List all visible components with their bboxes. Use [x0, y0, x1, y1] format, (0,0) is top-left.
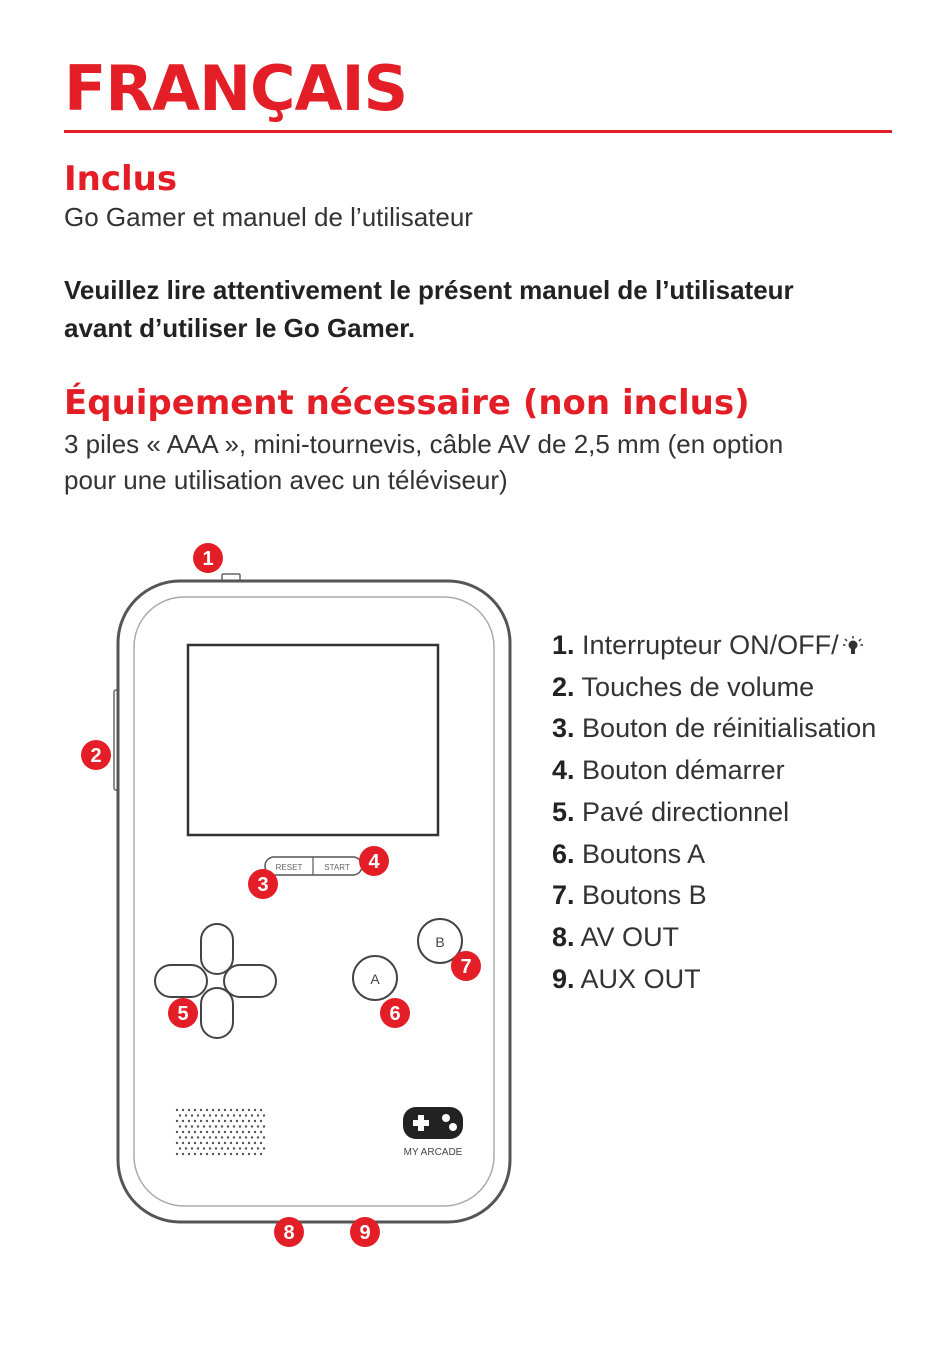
svg-text:5: 5	[177, 1003, 188, 1025]
legend-item: 5. Pavé directionnel	[552, 796, 790, 827]
included-heading: Inclus	[64, 159, 178, 199]
brand-logo: MY ARCADE	[403, 1107, 463, 1158]
title-divider	[64, 130, 892, 133]
svg-text:3: 3	[257, 874, 268, 896]
equipment-heading: Équipement nécessaire (non inclus)	[64, 383, 750, 423]
notice-line-2: avant d’utiliser le Go Gamer.	[64, 313, 416, 343]
legend-item: 6. Boutons A	[552, 838, 706, 869]
notice-line-1: Veuillez lire attentivement le présent m…	[64, 275, 794, 305]
svg-text:2: 2	[90, 745, 101, 767]
callout-9: 9	[350, 1217, 380, 1247]
svg-text:1: 1	[202, 548, 213, 570]
legend-item: 1. Interrupteur ON/OFF/	[552, 625, 876, 667]
equipment-text: 3 piles « AAA », mini-tournevis, câble A…	[64, 426, 783, 498]
legend-item: 9. AUX OUT	[552, 963, 701, 994]
device-inner-outline	[133, 596, 495, 1207]
legend-item: 4. Bouton démarrer	[552, 755, 785, 786]
device-screen	[186, 643, 440, 837]
svg-text:6: 6	[389, 1003, 400, 1025]
svg-text:9: 9	[359, 1222, 370, 1244]
callout-2: 2	[81, 740, 111, 770]
legend-item: 7. Boutons B	[552, 880, 707, 911]
read-manual-notice: Veuillez lire attentivement le présent m…	[64, 271, 894, 347]
callout-4: 4	[359, 846, 389, 876]
button-a-label: A	[370, 971, 380, 987]
svg-text:4: 4	[368, 851, 380, 873]
legend-item: 2. Touches de volume	[552, 671, 815, 702]
gamepad-icon	[403, 1107, 463, 1139]
parts-legend: 1. Interrupteur ON/OFF/ 2. Touches de vo…	[552, 625, 876, 1000]
reset-label: RESET	[276, 863, 303, 872]
callout-8: 8	[274, 1217, 304, 1247]
legend-item: 3. Bouton de réinitialisation	[552, 713, 877, 744]
d-pad	[154, 923, 277, 1039]
speaker-grille	[175, 1108, 266, 1156]
light-bulb-icon	[842, 636, 863, 654]
callout-6: 6	[380, 998, 410, 1028]
callout-5: 5	[168, 998, 198, 1028]
start-label: START	[324, 863, 350, 872]
equipment-line-1: 3 piles « AAA », mini-tournevis, câble A…	[64, 429, 784, 459]
legend-item: 8. AV OUT	[552, 921, 680, 952]
brand-label: MY ARCADE	[404, 1147, 463, 1158]
button-b-label: B	[435, 934, 444, 950]
page-title: FRANÇAIS	[64, 52, 408, 125]
equipment-line-2: pour une utilisation avec un téléviseur)	[64, 465, 508, 495]
button-a	[352, 955, 398, 1001]
callout-3: 3	[248, 869, 278, 899]
included-text: Go Gamer et manuel de l’utilisateur	[64, 202, 473, 232]
callout-1: 1	[193, 543, 223, 573]
button-b	[417, 918, 463, 964]
svg-text:7: 7	[460, 956, 471, 978]
callout-7: 7	[451, 951, 481, 981]
svg-text:8: 8	[283, 1222, 294, 1244]
